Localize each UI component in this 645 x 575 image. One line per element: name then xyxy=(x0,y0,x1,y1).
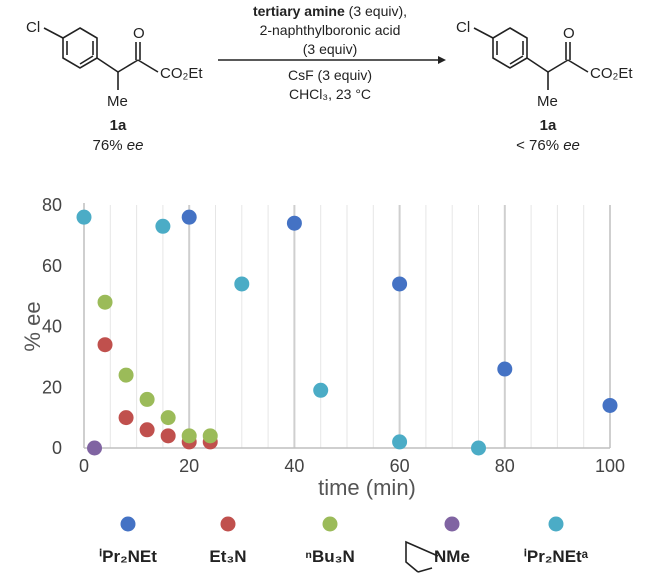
data-point xyxy=(76,209,92,225)
data-points xyxy=(76,209,618,456)
product-me-label: Me xyxy=(537,93,558,110)
data-point xyxy=(181,209,197,225)
data-point xyxy=(139,391,155,407)
reactant-structure xyxy=(43,27,159,90)
data-point xyxy=(160,410,176,426)
product-structure xyxy=(473,27,589,90)
data-point xyxy=(118,367,134,383)
condition-boronic-equiv: (3 equiv) xyxy=(303,41,357,57)
x-tick-label: 0 xyxy=(79,456,89,476)
data-point xyxy=(286,215,302,231)
pyrrolidine-ring-icon xyxy=(405,540,439,573)
condition-boronic-acid: 2-naphthylboronic acid xyxy=(260,22,401,38)
legend-label: ⁱPr₂NEt xyxy=(99,547,157,566)
data-point xyxy=(602,397,618,413)
y-tick-label: 60 xyxy=(42,256,62,276)
data-point xyxy=(155,218,171,234)
legend-marker xyxy=(444,516,460,532)
reactant-compound-label: 1a xyxy=(110,117,127,134)
data-point xyxy=(497,361,513,377)
reaction-scheme: Cl O CO₂Et Me 1a 76% ee tertiary amine (… xyxy=(26,3,633,154)
data-point xyxy=(181,428,197,444)
x-tick-label: 20 xyxy=(179,456,199,476)
tick-labels: 0 20 40 60 80 100 0 20 40 60 80 xyxy=(42,195,625,476)
data-point xyxy=(392,434,408,450)
data-point xyxy=(139,422,155,438)
x-tick-label: 80 xyxy=(495,456,515,476)
data-point xyxy=(313,382,329,398)
y-axis-title: % ee xyxy=(20,301,45,351)
x-axis-title: time (min) xyxy=(318,475,416,500)
y-tick-label: 40 xyxy=(42,317,62,337)
y-tick-label: 0 xyxy=(52,438,62,458)
legend-marker xyxy=(120,516,136,532)
data-point xyxy=(97,294,113,310)
product-ee: < 76% ee xyxy=(516,137,580,154)
data-point xyxy=(202,428,218,444)
data-point xyxy=(87,440,103,456)
reactant-me-label: Me xyxy=(107,93,128,110)
condition-solvent: CHCl₃, 23 °C xyxy=(289,86,371,102)
legend-marker xyxy=(220,516,236,532)
reactant-ester-label: CO₂Et xyxy=(160,65,203,82)
product-cl-label: Cl xyxy=(456,19,470,36)
data-point xyxy=(118,410,134,426)
legend-label: Et₃N xyxy=(209,547,246,566)
legend-label: ⁱPr₂NEtᵃ xyxy=(524,547,589,566)
axes xyxy=(83,203,610,449)
ee-vs-time-chart: 0 20 40 60 80 100 0 20 40 60 80 time (min) % ee ⁱP… xyxy=(20,195,625,573)
reactant-o-label: O xyxy=(133,25,145,42)
data-point xyxy=(97,337,113,353)
legend-marker xyxy=(548,516,564,532)
data-point xyxy=(471,440,486,456)
data-point xyxy=(160,428,176,444)
condition-amine: tertiary amine (3 equiv), xyxy=(253,3,407,19)
reaction-arrow-head xyxy=(438,56,446,64)
product-compound-label: 1a xyxy=(540,117,557,134)
legend-label: ⁿBu₃N xyxy=(305,547,355,566)
x-tick-label: 40 xyxy=(284,456,304,476)
condition-csf: CsF (3 equiv) xyxy=(288,67,372,83)
product-o-label: O xyxy=(563,25,575,42)
legend-marker xyxy=(322,516,338,532)
reactant-cl-label: Cl xyxy=(26,19,40,36)
data-point xyxy=(392,276,408,292)
y-tick-label: 20 xyxy=(42,377,62,397)
reactant-ee: 76% ee xyxy=(93,137,144,154)
legend-label: NMe xyxy=(434,547,470,566)
legend: ⁱPr₂NEt Et₃N ⁿBu₃N NMe ⁱPr₂NEtᵃ xyxy=(99,516,589,573)
data-point xyxy=(234,276,250,292)
y-tick-label: 80 xyxy=(42,195,62,215)
grid-lines xyxy=(109,205,611,448)
x-tick-label: 60 xyxy=(390,456,410,476)
x-tick-label: 100 xyxy=(595,456,625,476)
product-ester-label: CO₂Et xyxy=(590,65,633,82)
